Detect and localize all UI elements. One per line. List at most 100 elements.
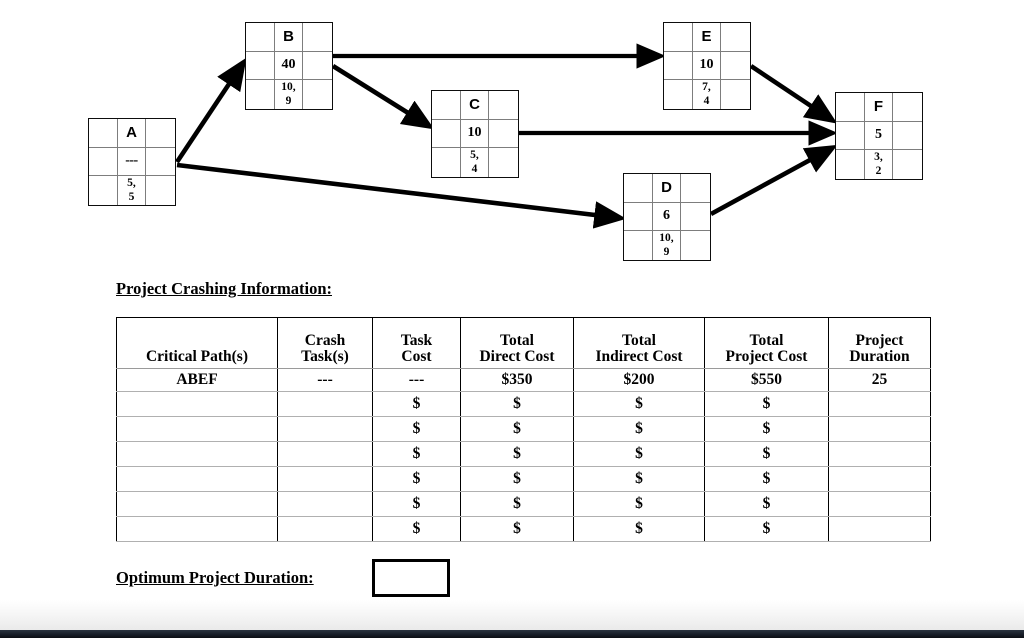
optimum-duration-input[interactable] xyxy=(372,559,450,597)
node-e-duration: 10 xyxy=(692,51,722,81)
cell-crash-task[interactable] xyxy=(277,391,373,417)
node-e-cell-1 xyxy=(664,23,693,52)
node-d-duration: 6 xyxy=(652,202,682,232)
edge-a-b xyxy=(175,57,247,164)
col-header-total-indirect-cost-line2: Indirect Cost xyxy=(595,348,683,366)
page-bottom-gradient xyxy=(0,600,1024,632)
node-f-label: F xyxy=(864,93,894,122)
node-e-cell-7 xyxy=(664,80,693,109)
network-node-a[interactable]: A --- 5,5 xyxy=(88,118,176,206)
cell-task-cost[interactable]: $ xyxy=(372,516,461,542)
node-b-pair-top: 10, xyxy=(281,81,296,94)
cell-project-duration[interactable] xyxy=(828,491,931,517)
col-header-project-duration-line2: Duration xyxy=(849,348,910,366)
cell-total-direct-cost[interactable]: $ xyxy=(460,516,574,542)
node-f-cell-6 xyxy=(893,122,922,151)
cell-critical-path[interactable]: ABEF xyxy=(116,368,278,392)
node-d-cell-3 xyxy=(681,174,710,203)
cell-total-project-cost[interactable]: $ xyxy=(704,441,829,467)
cell-critical-path[interactable] xyxy=(116,441,278,467)
cell-total-indirect-cost[interactable]: $ xyxy=(573,491,705,517)
node-d-cell-6 xyxy=(681,203,710,232)
node-c-cell-7 xyxy=(432,148,461,177)
cell-critical-path[interactable] xyxy=(116,491,278,517)
cell-task-cost[interactable]: $ xyxy=(372,441,461,467)
cell-crash-task[interactable] xyxy=(277,466,373,492)
node-a-pair-bottom: 5 xyxy=(128,190,135,203)
cell-crash-task[interactable] xyxy=(277,516,373,542)
col-header-critical-paths-line2: Critical Path(s) xyxy=(145,348,248,366)
col-header-total-direct-cost: Total Direct Cost xyxy=(460,317,574,369)
cell-total-direct-cost[interactable]: $ xyxy=(460,491,574,517)
cell-critical-path[interactable] xyxy=(116,391,278,417)
cell-total-indirect-cost[interactable]: $ xyxy=(573,441,705,467)
node-a-cell-6 xyxy=(146,148,175,177)
node-f-cell-1 xyxy=(836,93,865,122)
network-node-e[interactable]: E 10 7,4 xyxy=(663,22,751,110)
col-header-total-indirect-cost-line1: Total xyxy=(622,331,656,349)
cell-task-cost[interactable]: $ xyxy=(372,391,461,417)
cell-crash-task[interactable] xyxy=(277,441,373,467)
cell-task-cost[interactable]: $ xyxy=(372,416,461,442)
network-node-c[interactable]: C 10 5,4 xyxy=(431,90,519,178)
node-a-cell-4 xyxy=(89,147,118,177)
node-f-cell-3 xyxy=(893,93,922,122)
cell-total-project-cost[interactable]: $ xyxy=(704,391,829,417)
cell-critical-path[interactable] xyxy=(116,516,278,542)
col-header-crash-tasks-line2: Task(s) xyxy=(301,348,349,366)
table-row: $ $ $ $ xyxy=(116,466,931,492)
cell-task-cost[interactable]: $ xyxy=(372,491,461,517)
cell-total-indirect-cost[interactable]: $200 xyxy=(573,368,705,392)
col-header-total-project-cost-line2: Project Cost xyxy=(725,348,808,366)
network-node-b[interactable]: B 40 10,9 xyxy=(245,22,333,110)
cell-total-direct-cost[interactable]: $ xyxy=(460,416,574,442)
cell-total-project-cost[interactable]: $ xyxy=(704,416,829,442)
cell-task-cost[interactable]: --- xyxy=(372,368,461,392)
cell-total-direct-cost[interactable]: $ xyxy=(460,441,574,467)
cell-total-indirect-cost[interactable]: $ xyxy=(573,391,705,417)
node-d-pair-bottom: 9 xyxy=(663,245,670,258)
node-b-cell-7 xyxy=(246,80,275,109)
cell-project-duration[interactable] xyxy=(828,416,931,442)
cell-total-indirect-cost[interactable]: $ xyxy=(573,516,705,542)
node-e-cell-4 xyxy=(664,51,693,81)
table-header-row: Critical Path(s) Crash Task(s) Task Cost… xyxy=(116,317,931,369)
cell-crash-task[interactable] xyxy=(277,416,373,442)
cell-crash-task[interactable]: --- xyxy=(277,368,373,392)
node-d-label: D xyxy=(652,174,682,203)
cell-total-direct-cost[interactable]: $350 xyxy=(460,368,574,392)
cell-total-project-cost[interactable]: $ xyxy=(704,491,829,517)
node-e-cell-3 xyxy=(721,23,750,52)
cell-total-direct-cost[interactable]: $ xyxy=(460,466,574,492)
cell-total-direct-cost[interactable]: $ xyxy=(460,391,574,417)
window-bottom-bar xyxy=(0,630,1024,638)
network-node-f[interactable]: F 5 3,2 xyxy=(835,92,923,180)
cell-total-indirect-cost[interactable]: $ xyxy=(573,466,705,492)
cell-task-cost[interactable]: $ xyxy=(372,466,461,492)
cell-project-duration[interactable] xyxy=(828,391,931,417)
node-d-cell-4 xyxy=(624,202,653,232)
node-b-cell-6 xyxy=(303,52,332,81)
cell-project-duration[interactable] xyxy=(828,466,931,492)
col-header-total-indirect-cost: Total Indirect Cost xyxy=(573,317,705,369)
cell-critical-path[interactable] xyxy=(116,466,278,492)
node-e-cell-9 xyxy=(721,80,750,109)
network-node-d[interactable]: D 6 10,9 xyxy=(623,173,711,261)
node-f-cost-pair: 3,2 xyxy=(865,150,894,179)
node-d-cell-7 xyxy=(624,231,653,260)
table-row: $ $ $ $ xyxy=(116,441,931,467)
cell-total-project-cost[interactable]: $ xyxy=(704,466,829,492)
table-row: ABEF --- --- $350 $200 $550 25 xyxy=(116,368,931,392)
cell-total-indirect-cost[interactable]: $ xyxy=(573,416,705,442)
optimum-project-duration-label: Optimum Project Duration: xyxy=(116,568,314,587)
cell-project-duration[interactable] xyxy=(828,516,931,542)
node-f-duration: 5 xyxy=(864,121,894,151)
cell-crash-task[interactable] xyxy=(277,491,373,517)
cell-total-project-cost[interactable]: $ xyxy=(704,516,829,542)
cell-total-project-cost[interactable]: $550 xyxy=(704,368,829,392)
cell-critical-path[interactable] xyxy=(116,416,278,442)
node-b-cell-4 xyxy=(246,51,275,81)
cell-project-duration[interactable]: 25 xyxy=(828,368,931,392)
cell-project-duration[interactable] xyxy=(828,441,931,467)
